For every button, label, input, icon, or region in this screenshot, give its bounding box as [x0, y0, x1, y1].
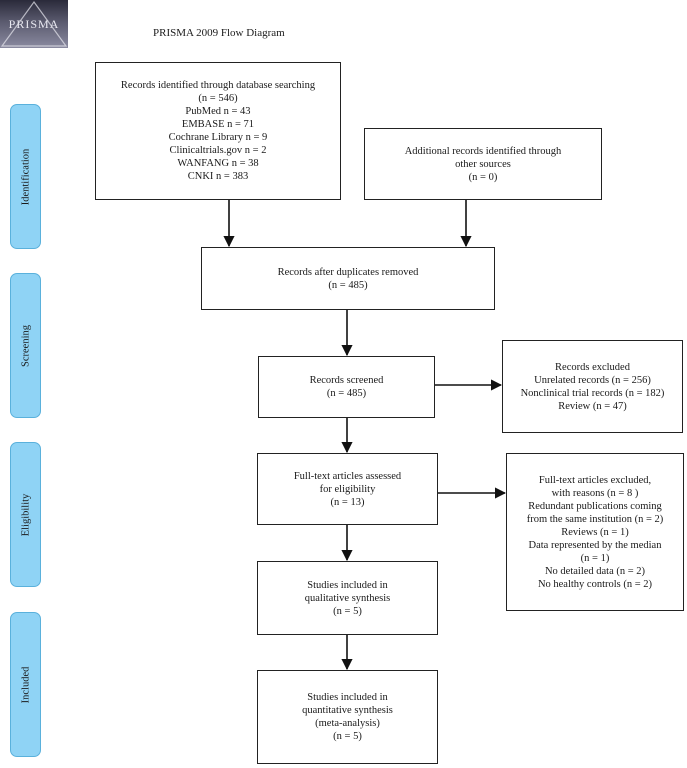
box-records-excluded: Records excluded Unrelated records (n = … — [502, 340, 683, 433]
box-records-screened-line: (n = 485) — [326, 388, 367, 399]
box-fulltext-excluded: Full-text articles excluded, with reason… — [506, 453, 684, 611]
box-records-identified-line: PubMed n = 43 — [185, 106, 251, 117]
box-records-identified-line: Cochrane Library n = 9 — [168, 132, 268, 143]
box-records-screened-line: Records screened — [309, 375, 384, 386]
stage-screening: Screening — [10, 273, 41, 418]
box-after-duplicates-line: (n = 485) — [328, 279, 368, 291]
box-records-excluded-line: Review (n = 47) — [558, 400, 627, 412]
box-fulltext-excluded-line: No healthy controls (n = 2) — [537, 578, 653, 590]
box-additional-records-line: (n = 0) — [468, 171, 498, 183]
box-additional-records-line: Additional records identified through — [404, 145, 562, 157]
box-fulltext-excluded-line: Full-text articles excluded, — [538, 474, 652, 486]
box-qualitative-synthesis-line: (n = 5) — [333, 605, 362, 617]
box-fulltext-excluded-line: Data represented by the median — [528, 539, 662, 551]
box-additional-records: Additional records identified through ot… — [364, 128, 602, 200]
box-quantitative-synthesis-line: (meta-analysis) — [315, 718, 380, 729]
box-additional-records-line: other sources — [455, 158, 511, 170]
box-after-duplicates: Records after duplicates removed (n = 48… — [201, 247, 495, 310]
box-qualitative-synthesis: Studies included in qualitative synthesi… — [257, 561, 438, 635]
box-fulltext-excluded-line: No detailed data (n = 2) — [544, 565, 646, 577]
box-fulltext-excluded-line: with reasons (n = 8 ) — [551, 487, 639, 499]
box-qualitative-synthesis-line: qualitative synthesis — [304, 592, 391, 604]
box-fulltext-assessed-line: (n = 13) — [330, 496, 365, 508]
box-fulltext-excluded-line: (n = 1) — [580, 552, 610, 564]
box-records-excluded-line: Unrelated records (n = 256) — [534, 374, 651, 386]
box-records-identified-line: WANFANG n = 38 — [177, 158, 259, 169]
prisma-logo: PRISMA — [0, 0, 68, 48]
box-quantitative-synthesis: Studies included in quantitative synthes… — [257, 670, 438, 764]
box-records-identified-line: (n = 546) — [198, 93, 238, 104]
box-quantitative-synthesis-line: (n = 5) — [333, 731, 362, 742]
box-fulltext-assessed-line: for eligibility — [319, 483, 376, 495]
stage-included: Included — [10, 612, 41, 757]
prisma-logo-triangle — [0, 0, 68, 47]
box-quantitative-synthesis-line: Studies included in — [307, 692, 388, 703]
box-fulltext-assessed-line: Full-text articles assessed — [293, 470, 402, 482]
box-records-excluded-line: Records excluded — [555, 361, 630, 373]
box-quantitative-synthesis-line: quantitative synthesis — [302, 705, 393, 716]
box-after-duplicates-line: Records after duplicates removed — [277, 266, 419, 278]
box-qualitative-synthesis-line: Studies included in — [307, 579, 388, 591]
box-fulltext-excluded-line: Reviews (n = 1) — [561, 526, 629, 538]
box-records-identified-line: CNKI n = 383 — [187, 171, 249, 182]
page-title: PRISMA 2009 Flow Diagram — [153, 27, 285, 39]
box-fulltext-assessed: Full-text articles assessed for eligibil… — [257, 453, 438, 525]
stage-eligibility: Eligibility — [10, 442, 41, 587]
box-records-excluded-line: Nonclinical trial records (n = 182) — [520, 387, 665, 399]
box-records-identified-line: Records identified through database sear… — [120, 80, 316, 91]
box-fulltext-excluded-line: from the same institution (n = 2) — [526, 513, 664, 525]
prisma-logo-text: PRISMA — [8, 17, 60, 31]
box-fulltext-excluded-line: Redundant publications coming — [528, 500, 662, 512]
box-records-identified-line: EMBASE n = 71 — [181, 119, 255, 130]
stage-identification: Identification — [10, 104, 41, 249]
box-records-identified-line: Clinicaltrials.gov n = 2 — [169, 145, 267, 156]
box-records-screened: Records screened (n = 485) — [258, 356, 435, 418]
box-records-identified: Records identified through database sear… — [95, 62, 341, 200]
